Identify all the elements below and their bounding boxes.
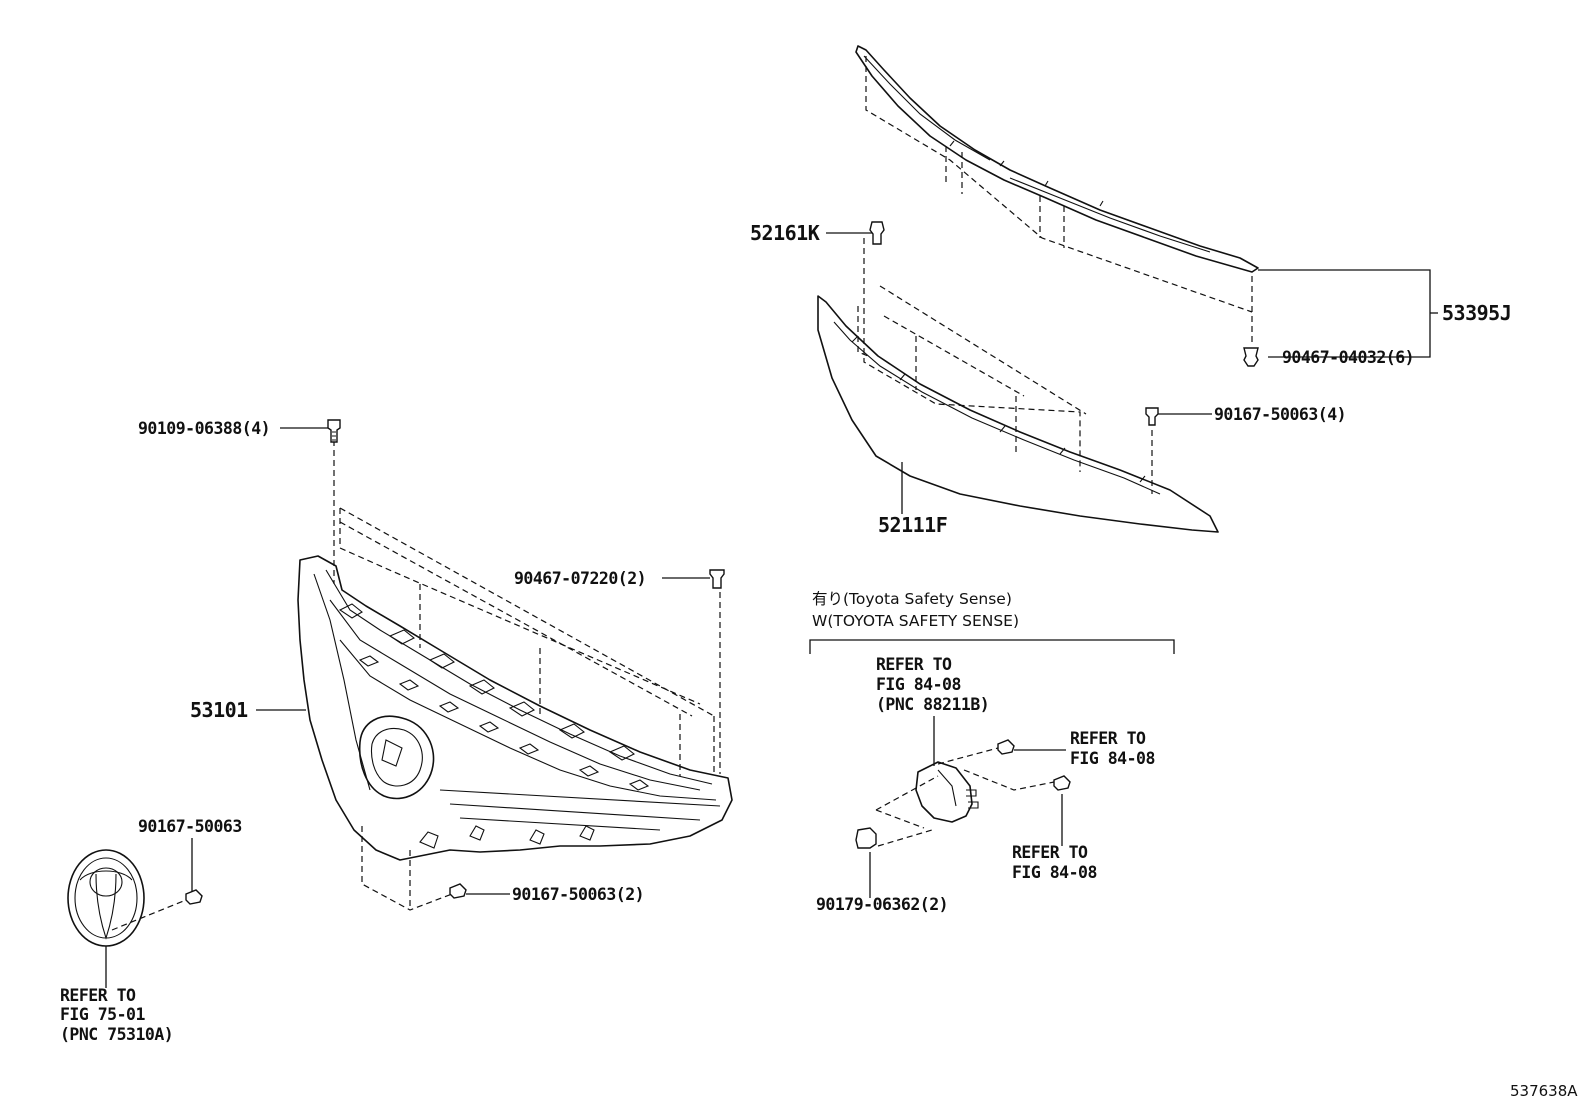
- refer-emblem-line-1: REFER TO: [60, 986, 136, 1005]
- bolt-90109-06388: [327, 419, 341, 443]
- part-number-53101: 53101: [190, 698, 248, 722]
- screw-90167-50063-4: [1145, 407, 1159, 426]
- refer-emblem-line-2: FIG 75-01: [60, 1005, 145, 1024]
- refer-screw-bottom-line-1: REFER TO: [1012, 843, 1088, 862]
- refer-sensor-line-3: (PNC 88211B): [876, 695, 989, 714]
- part-number-90109-06388: 90109-06388(4): [138, 419, 270, 438]
- safety-sense-japanese-caption: 有り(Toyota Safety Sense): [812, 590, 1012, 608]
- part-number-90179-06362: 90179-06362(2): [816, 895, 948, 914]
- refer-emblem-line-3: (PNC 75310A): [60, 1025, 173, 1044]
- part-number-90467-07220: 90467-07220(2): [514, 569, 646, 588]
- part-number-90167-50063: 90167-50063: [138, 817, 242, 836]
- safety-sense-caption: W(TOYOTA SAFETY SENSE): [812, 612, 1019, 630]
- part-number-53395J: 53395J: [1442, 301, 1511, 325]
- part-number-90167-50063-4: 90167-50063(4): [1214, 405, 1346, 424]
- radiator-grille-53101: [297, 555, 733, 861]
- clip-90467-07220: [709, 569, 725, 589]
- part-number-90467-04032: 90467-04032(6): [1282, 348, 1414, 367]
- refer-sensor-line-2: FIG 84-08: [876, 675, 961, 694]
- lower-molding-52111F: [817, 295, 1219, 533]
- screw-90167-50063-2: [449, 883, 467, 899]
- upper-molding-53395J: [855, 45, 1259, 273]
- refer-screw-top-line-2: FIG 84-08: [1070, 749, 1155, 768]
- refer-screw-bottom-line-2: FIG 84-08: [1012, 863, 1097, 882]
- part-number-90167-50063-2: 90167-50063(2): [512, 885, 644, 904]
- refer-screw-top-line-1: REFER TO: [1070, 729, 1146, 748]
- clip-90467-04032: [1243, 347, 1259, 367]
- refer-sensor-line-1: REFER TO: [876, 655, 952, 674]
- screw-refer-bottom: [1053, 775, 1071, 791]
- safety-sense-bracket: [809, 639, 1175, 654]
- screw-90167-50063: [185, 889, 203, 905]
- radar-sensor: [915, 761, 979, 823]
- clip-52161K: [869, 221, 885, 245]
- toyota-emblem: [67, 849, 145, 947]
- part-number-52161K: 52161K: [750, 221, 820, 245]
- nut-90179-06362: [855, 827, 877, 849]
- part-number-52111F: 52111F: [878, 513, 947, 537]
- diagram-id: 537638A: [1510, 1082, 1578, 1099]
- screw-refer-top: [997, 739, 1015, 755]
